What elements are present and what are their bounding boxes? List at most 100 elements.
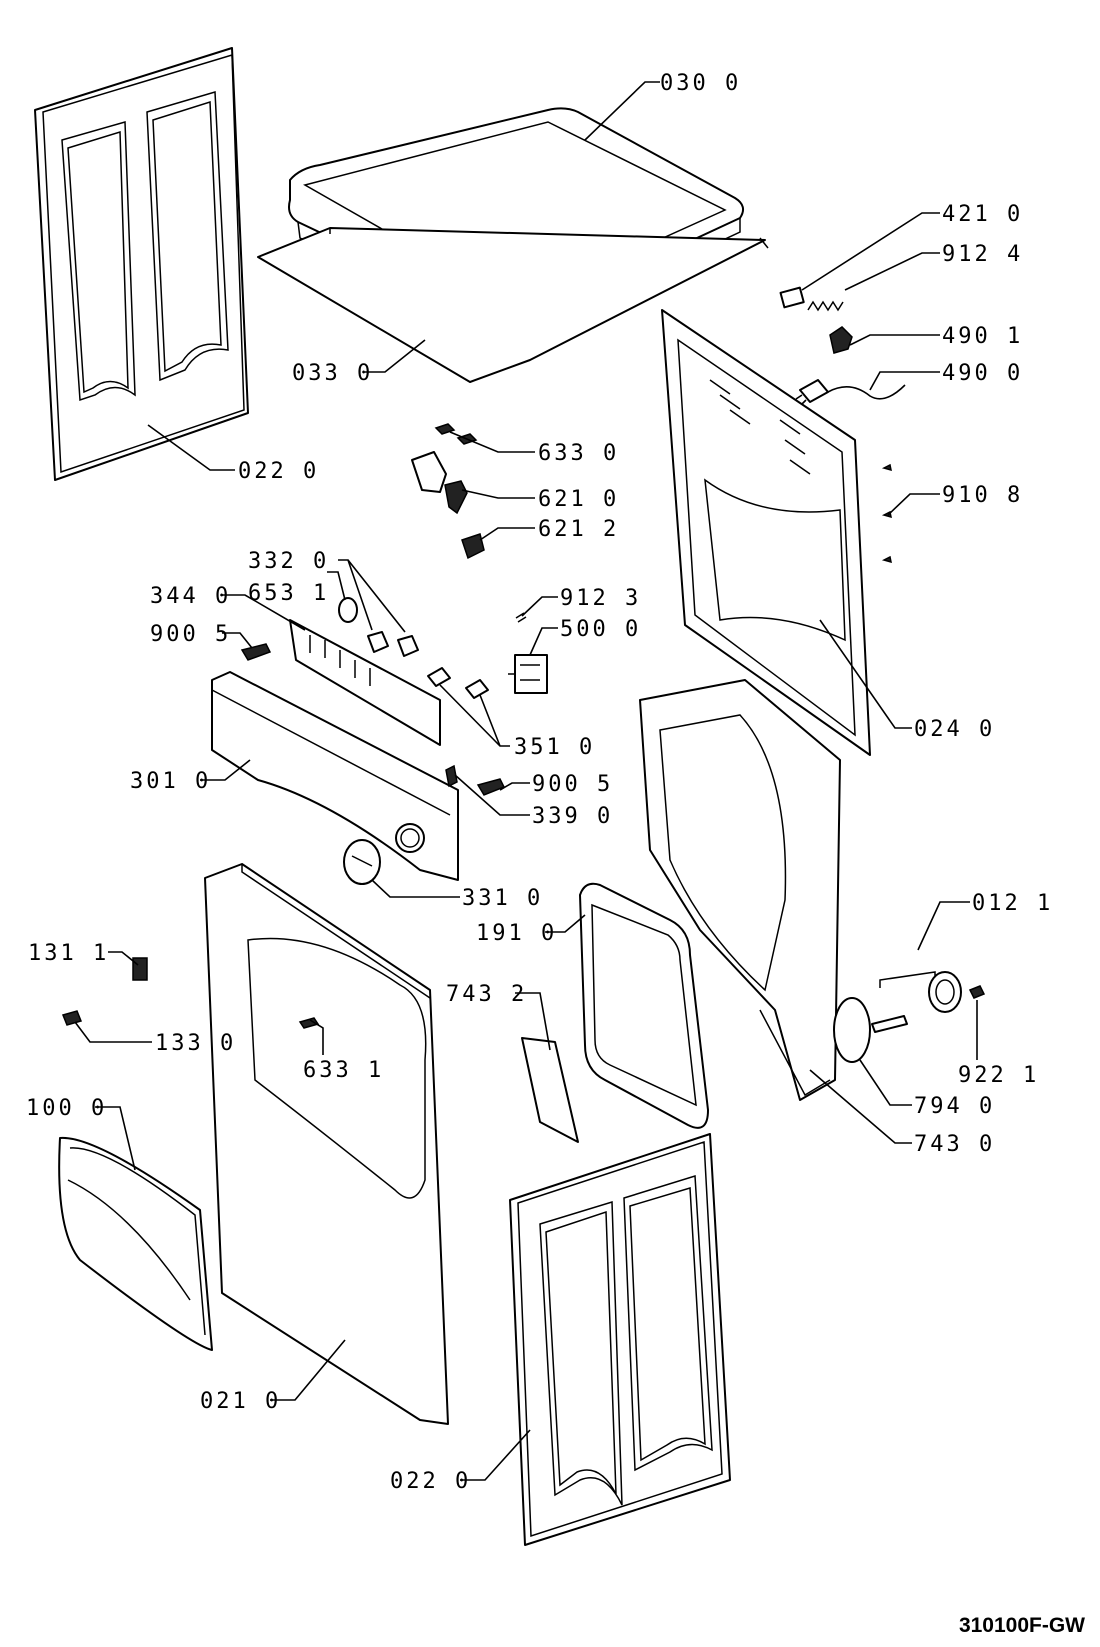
part-910-8 [881,463,892,564]
leader-743-2 [515,992,551,1051]
label-912-4: 912 4 [942,242,1023,267]
label-012-1: 012 1 [972,891,1053,916]
part-421-0 [779,286,805,309]
part-490-0 [795,379,906,406]
label-191-0: 191 0 [476,921,557,946]
label-331-0: 331 0 [462,886,543,911]
part-912-3 [515,612,527,623]
front-panel-part [204,863,449,1425]
leader-490-1 [849,334,940,346]
label-100-0: 100 0 [26,1096,107,1121]
label-743-2: 743 2 [446,982,527,1007]
leader-351-0 [439,684,510,747]
part-900-5-b [476,778,506,796]
top-plate-part [257,227,769,383]
gasket-part [579,882,709,1129]
leader-633-1 [309,1019,324,1055]
label-900-5-b: 900 5 [532,772,613,797]
side-panel-part-top [34,47,249,481]
rear-frame-part [661,309,871,756]
label-621-0: 621 0 [538,487,619,512]
label-344-0: 344 0 [150,584,231,609]
leader-900-5-a [222,632,253,649]
label-794-0: 794 0 [914,1094,995,1119]
label-301-0: 301 0 [130,769,211,794]
part-653-1 [338,597,358,623]
part-012-1 [871,971,962,1033]
label-022-0-top: 022 0 [238,459,319,484]
leader-912-3 [521,596,558,617]
leader-030-0 [584,81,660,141]
door-part [58,1136,213,1351]
part-331-0 [343,839,381,885]
part-131-1 [132,957,148,981]
leader-024-0 [819,619,912,729]
part-743-2 [521,1037,579,1143]
label-500-0: 500 0 [560,617,641,642]
leader-339-0 [454,774,530,816]
leader-191-0 [545,914,586,933]
leader-033-0 [365,339,426,373]
drum-front-assembly-part [639,679,841,1101]
leader-910-8 [887,493,940,516]
label-633-0: 633 0 [538,441,619,466]
leader-653-1 [327,571,346,601]
leader-131-1 [108,951,139,966]
leader-500-0 [529,627,558,656]
label-030-0: 030 0 [660,71,741,96]
label-421-0: 421 0 [942,202,1023,227]
leader-794-0 [859,1059,912,1106]
part-900-5-a [240,643,272,661]
leader-100-0 [95,1106,136,1171]
part-351-0 [427,667,489,699]
label-021-0: 021 0 [200,1389,281,1414]
part-621-2 [461,533,485,560]
leader-331-0 [371,879,460,898]
part-344-0 [289,619,441,746]
label-131-1: 131 1 [28,941,109,966]
leader-743-0 [809,1069,912,1144]
leader-012-1 [917,901,970,951]
leader-lines [74,81,978,1481]
label-743-0: 743 0 [914,1132,995,1157]
label-653-1-text: 653 1 [248,581,329,606]
leader-912-4 [844,252,940,291]
part-794-0 [833,997,871,1063]
label-133-0: 133 0 [155,1031,236,1056]
leader-301-0 [200,759,251,781]
part-912-4 [807,300,844,312]
drawing-code: 310100F-GW [959,1614,1085,1637]
leader-022-0-bottom [460,1429,531,1481]
label-022-0-bottom: 022 0 [390,1469,471,1494]
label-621-2: 621 2 [538,517,619,542]
part-labels: 030 0 421 0 912 4 033 0 490 1 490 0 022 … [26,71,1053,1494]
leader-421-0 [801,212,940,291]
label-339-0: 339 0 [532,804,613,829]
leader-621-0 [461,489,535,499]
part-500-0 [508,654,548,694]
label-351-0: 351 0 [514,735,595,760]
leader-344-0 [222,594,306,631]
leader-021-0 [270,1339,346,1401]
control-panel-part [211,671,459,881]
part-133-0 [61,1010,83,1026]
label-922-1: 922 1 [958,1063,1039,1088]
leader-490-0 [869,371,940,391]
part-490-1 [829,326,853,354]
part-621-0 [411,451,468,515]
label-332-0: 332 0 [248,549,329,574]
label-033-0: 033 0 [292,361,373,386]
part-332-0 [367,631,419,657]
leader-900-5-b [499,782,530,791]
label-912-3: 912 3 [560,586,641,611]
part-922-1 [968,985,986,999]
leader-633-0 [449,431,535,453]
side-panel-part-bottom [509,1133,731,1546]
leader-621-2 [479,527,535,541]
label-633-1: 633 1 [303,1058,384,1083]
leader-022-0-top [147,424,235,471]
leader-332-0 [338,559,406,633]
label-910-8: 910 8 [942,483,1023,508]
label-490-1: 490 1 [942,324,1023,349]
